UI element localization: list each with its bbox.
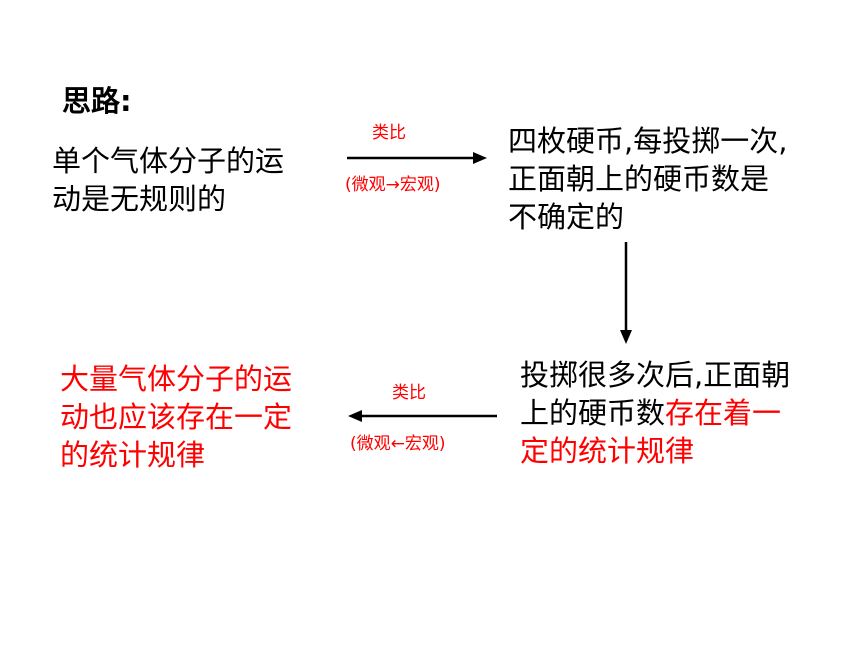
top-arrow-sublabel: (微观→宏观) bbox=[345, 175, 441, 195]
node-throws-line3: 定的统计规律 bbox=[520, 434, 695, 468]
node-coins-line2: 正面朝上的硬币数是 bbox=[508, 162, 770, 196]
bottom-arrow-sublabel: (微观←宏观) bbox=[350, 434, 446, 454]
top-arrow-right bbox=[347, 152, 487, 164]
node-single-molecule: 单个气体分子的运 动是无规则的 bbox=[52, 142, 284, 218]
node-single-line1: 单个气体分子的运 bbox=[52, 144, 285, 178]
bottom-arrow-left bbox=[348, 410, 497, 422]
node-coins-line1: 四枚硬币,每投掷一次, bbox=[508, 124, 788, 158]
node-molecules-line3: 的统计规律 bbox=[60, 438, 206, 472]
node-coins-line3: 不确定的 bbox=[508, 200, 625, 234]
node-throws-line2-black: 上的硬币数 bbox=[520, 396, 666, 430]
node-coins: 四枚硬币,每投掷一次, 正面朝上的硬币数是 不确定的 bbox=[508, 122, 787, 236]
node-throws-line2: 上的硬币数存在着一 bbox=[520, 394, 790, 432]
down-arrow bbox=[620, 242, 632, 344]
heading: 思路: bbox=[62, 84, 132, 118]
node-many-throws: 投掷很多次后,正面朝 上的硬币数存在着一 定的统计规律 bbox=[520, 356, 790, 470]
node-throws-line2-red: 存在着一 bbox=[665, 396, 782, 430]
node-single-line2: 动是无规则的 bbox=[52, 182, 227, 216]
node-many-molecules: 大量气体分子的运 动也应该存在一定 的统计规律 bbox=[60, 360, 292, 474]
node-molecules-line1: 大量气体分子的运 bbox=[60, 362, 293, 396]
node-throws-line1: 投掷很多次后,正面朝 bbox=[520, 358, 791, 392]
top-arrow-label: 类比 bbox=[372, 123, 406, 143]
node-molecules-line2: 动也应该存在一定 bbox=[60, 400, 293, 434]
bottom-arrow-label: 类比 bbox=[392, 383, 426, 403]
